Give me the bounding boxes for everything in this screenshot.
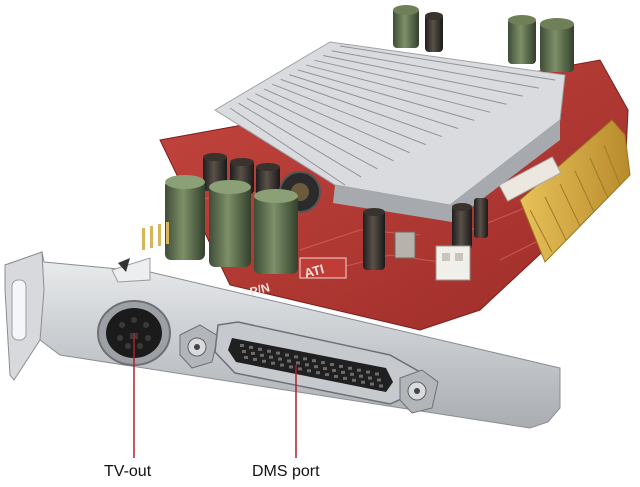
capacitor-group-left xyxy=(165,153,488,274)
heatsink-fin xyxy=(331,50,539,89)
dms-pin xyxy=(325,373,329,377)
board-marking-brand: ATI xyxy=(302,261,325,281)
dms-pin xyxy=(269,355,273,359)
dms-pin xyxy=(276,351,280,355)
dms-pin xyxy=(258,347,262,351)
dms-pin xyxy=(368,376,372,380)
dms-pin xyxy=(352,378,356,382)
heatsink-fin xyxy=(272,83,426,146)
dms-pin xyxy=(312,359,316,363)
heatsink-fin xyxy=(229,107,346,186)
dms-pin xyxy=(321,361,325,365)
heatsink-fin xyxy=(306,64,491,113)
dms-pin xyxy=(307,369,311,373)
heatsink-fin xyxy=(246,98,378,170)
dms-pin xyxy=(294,355,298,359)
dms-pin xyxy=(298,367,302,371)
capacitor-group-top xyxy=(393,5,574,72)
dms-pin xyxy=(379,384,383,388)
dms59-port-icon xyxy=(179,321,439,414)
dms-pin xyxy=(285,353,289,357)
dms-pin xyxy=(330,363,334,366)
dms-pin xyxy=(253,357,257,361)
heatsink-fin xyxy=(297,69,475,121)
dms-pin xyxy=(249,345,253,349)
dms-pin xyxy=(375,372,379,376)
dms-pin xyxy=(303,357,307,361)
heatsink-fin xyxy=(322,55,523,97)
dms-pin xyxy=(357,368,361,372)
dms-pin xyxy=(377,378,381,382)
heatsink xyxy=(214,41,566,222)
dms-pin xyxy=(334,375,338,378)
heatsink-fin xyxy=(339,45,556,81)
dms-pin xyxy=(314,365,318,369)
dms-pin xyxy=(316,371,320,375)
board-marking-polarity: P/N xyxy=(248,280,271,299)
heatsink-fin xyxy=(238,102,362,178)
dms-pin xyxy=(332,369,336,372)
heatsink-fin xyxy=(289,74,459,129)
dms-pin xyxy=(305,363,309,367)
dms-pin xyxy=(251,351,255,355)
dms-pin xyxy=(348,366,352,370)
dms-pin xyxy=(343,376,347,380)
heatsink-fin xyxy=(280,78,443,138)
leader-lines xyxy=(133,333,297,458)
dms-pin xyxy=(240,344,244,347)
dms-pin xyxy=(280,363,284,367)
dms-pin xyxy=(370,382,374,386)
dms-pin xyxy=(260,353,264,357)
dms-port-label: DMS port xyxy=(252,463,320,480)
dms-pin xyxy=(366,370,370,374)
tv-out-label: TV-out xyxy=(104,463,152,480)
dms-pin xyxy=(267,349,271,353)
dms-pin xyxy=(323,367,327,371)
dms-pin xyxy=(287,359,291,363)
dms-pin xyxy=(278,357,282,361)
dms-pin xyxy=(296,361,300,365)
dms-pin xyxy=(339,364,343,368)
dms-pin xyxy=(350,372,354,376)
dms-pin xyxy=(361,380,365,384)
dms-pin xyxy=(271,361,275,365)
dms-pin xyxy=(262,359,266,363)
heatsink-fin xyxy=(255,93,394,162)
dms-pin xyxy=(341,370,345,374)
dms-pin xyxy=(244,356,248,359)
pin-header xyxy=(142,222,169,250)
dms-pin xyxy=(242,350,246,353)
dms-pin xyxy=(289,365,293,369)
heatsink-fin xyxy=(263,88,410,154)
dms-pin xyxy=(359,374,363,378)
edge-connector-contacts xyxy=(519,119,631,263)
board-components xyxy=(299,156,562,281)
heatsink-fin xyxy=(314,59,507,105)
